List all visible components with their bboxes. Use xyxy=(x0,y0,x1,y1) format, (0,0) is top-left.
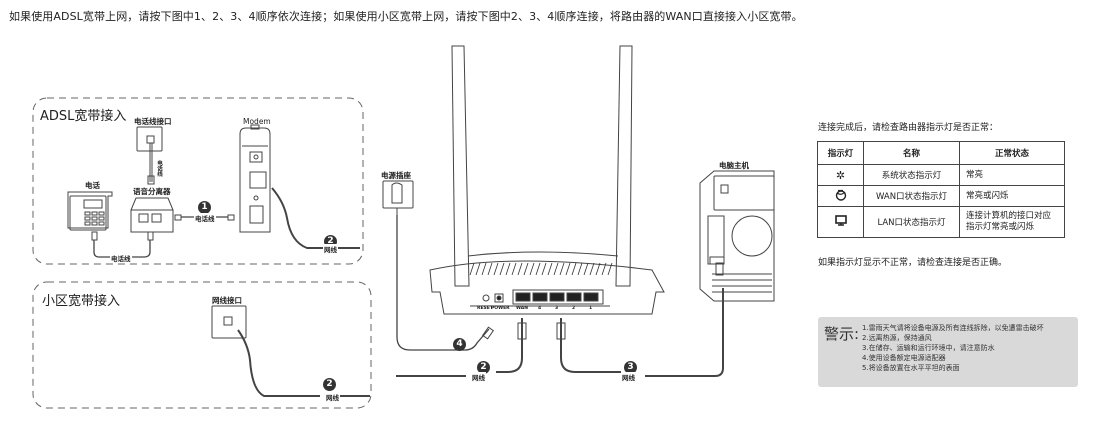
phone-jack-icon xyxy=(136,126,163,185)
reset-label: RESET xyxy=(477,306,493,311)
community-cable-label: 网线 xyxy=(325,392,340,402)
power-outlet-icon xyxy=(382,180,414,215)
indicator-status-table: 指示灯 名称 正常状态 ✲ 系统状态指示灯 常亮 WAN口状态指示灯 常亮或闪烁… xyxy=(817,141,1065,238)
adsl-section-frame xyxy=(32,97,364,265)
telephone-icon xyxy=(67,191,113,241)
wan-globe-icon xyxy=(817,185,864,207)
lan-port-1-label: 1 xyxy=(589,306,593,311)
community-section-frame xyxy=(32,281,372,409)
modem-cable-label: 网线 xyxy=(323,244,338,254)
power-outlet-label: 电源插座 xyxy=(381,171,411,180)
computer-tower-icon xyxy=(699,170,775,302)
step-3-marker: 3 xyxy=(624,361,637,374)
status-check-intro: 连接完成后，请检查路由器指示灯是否正常： xyxy=(818,123,999,133)
community-ethernet-cable xyxy=(237,329,320,397)
splitter-icon xyxy=(130,197,174,241)
warning-list: 1.雷雨天气请将设备电源及所有连线拆除，以免遭雷击破坏 2.远离热源，保持通风 … xyxy=(862,323,1044,373)
indicator-name: 系统状态指示灯 xyxy=(863,164,960,186)
warning-item: 4.使用设备额定电源适配器 xyxy=(862,354,946,362)
warning-item: 3.在储存、运输和运行环境中，请注意防水 xyxy=(862,344,995,352)
router-icon xyxy=(429,251,665,315)
table-row: WAN口状态指示灯 常亮或闪烁 xyxy=(817,185,1065,207)
table-row: ✲ 系统状态指示灯 常亮 xyxy=(817,164,1065,186)
lan-port-4-label: 4 xyxy=(538,306,542,311)
header-indicator: 指示灯 xyxy=(817,141,864,165)
router-lan-cable-label: 网线 xyxy=(621,372,636,382)
table-header-row: 指示灯 名称 正常状态 xyxy=(817,141,1065,165)
router-vent-grille xyxy=(469,262,613,276)
lan-ethernet-cable xyxy=(560,318,621,373)
modem-label: Modem xyxy=(243,117,271,126)
computer-label: 电脑主机 xyxy=(719,161,749,170)
warning-title: 警示: xyxy=(824,325,860,343)
warning-item: 1.雷雨天气请将设备电源及所有连线拆除，以免遭雷击破坏 xyxy=(862,324,1044,332)
lan-monitor-icon xyxy=(817,206,864,238)
indicator-state: 常亮或闪烁 xyxy=(959,185,1065,207)
warning-box: 警示: 1.雷雨天气请将设备电源及所有连线拆除，以免遭雷击破坏 2.远离热源，保… xyxy=(818,317,1078,387)
lan-port-2-label: 2 xyxy=(572,306,576,311)
wan-ethernet-cable xyxy=(496,318,523,373)
warning-item: 2.远离热源，保持通风 xyxy=(862,334,932,342)
splitter-label: 语音分离器 xyxy=(133,187,171,196)
indicator-state: 常亮 xyxy=(959,164,1065,186)
step-2-marker-router: 2 xyxy=(477,361,490,374)
phone-jack-label: 电话线接口 xyxy=(134,117,172,126)
router-antenna-left xyxy=(451,45,470,287)
indicator-state: 连接计算机的接口对应指示灯常亮或闪烁 xyxy=(959,206,1065,238)
table-row: LAN口状态指示灯 连接计算机的接口对应指示灯常亮或闪烁 xyxy=(817,206,1065,238)
intro-instructions: 如果使用ADSL宽带上网，请按下图中1、2、3、4顺序依次连接；如果使用小区宽带… xyxy=(9,10,803,23)
phone-cable-label: 电话线 xyxy=(110,253,132,263)
status-check-outro: 如果指示灯显示不正常，请检查连接是否正确。 xyxy=(818,258,1008,268)
splitter-modem-cable-label: 电话线 xyxy=(194,213,216,223)
warning-item: 5.将设备放置在水平平坦的表面 xyxy=(862,364,960,372)
step-2-marker-community: 2 xyxy=(323,378,336,391)
power-cable xyxy=(396,215,490,351)
router-antenna-right xyxy=(615,45,633,287)
ethernet-jack-label: 网线接口 xyxy=(212,296,242,305)
header-normal-state: 正常状态 xyxy=(959,141,1065,165)
adsl-section-title: ADSL宽带接入 xyxy=(40,109,127,124)
modem-ethernet-cable xyxy=(271,187,325,249)
modem-icon xyxy=(239,124,271,233)
community-section-title: 小区宽带接入 xyxy=(42,294,121,309)
wan-port-label: WAN xyxy=(516,306,529,311)
lan-port-3-label: 3 xyxy=(555,306,559,311)
vertical-phone-cable-label: 电话线 xyxy=(156,160,162,177)
phone-label: 电话 xyxy=(85,181,100,190)
step-1-marker: 1 xyxy=(198,201,211,214)
system-status-icon: ✲ xyxy=(817,164,864,186)
header-name: 名称 xyxy=(863,141,960,165)
step-4-marker: 4 xyxy=(453,338,466,351)
indicator-name: WAN口状态指示灯 xyxy=(863,185,960,207)
power-port-label: POWER xyxy=(491,306,510,311)
router-wan-cable-label: 网线 xyxy=(471,372,486,382)
ethernet-jack-icon xyxy=(211,305,247,339)
indicator-name: LAN口状态指示灯 xyxy=(863,206,960,238)
